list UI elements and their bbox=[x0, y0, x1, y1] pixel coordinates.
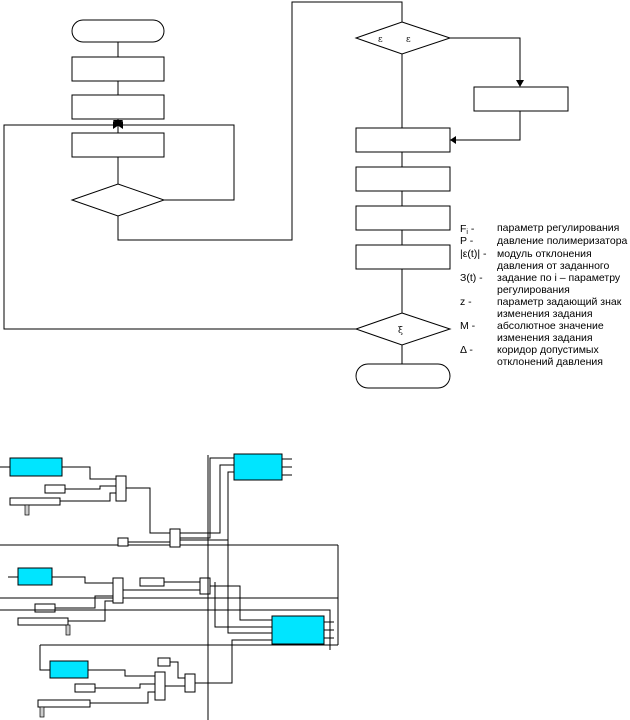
process-block-6 bbox=[355, 205, 451, 231]
process-block-5 bbox=[355, 166, 451, 192]
mux-block-5 bbox=[154, 671, 166, 701]
legend-desc-3a: задание по i – параметру bbox=[497, 272, 621, 284]
process-block-2 bbox=[71, 94, 165, 120]
cyan-block-2 bbox=[17, 567, 53, 586]
flowchart: ε ε ξ bbox=[3, 1, 569, 389]
process-block-3 bbox=[71, 132, 165, 158]
gain-block-1 bbox=[44, 484, 66, 494]
const-block-2 bbox=[157, 657, 171, 667]
legend: Fi - параметр регулирования P - давление… bbox=[460, 222, 628, 368]
legend-sym-5: M - bbox=[460, 320, 476, 332]
legend-desc-0: параметр регулирования bbox=[497, 222, 619, 234]
start-terminator bbox=[71, 19, 165, 43]
process-block-4 bbox=[355, 127, 451, 153]
decision-left bbox=[70, 183, 166, 217]
legend-desc-6b: отклонений давления bbox=[497, 356, 603, 368]
const-block-1 bbox=[117, 537, 129, 547]
legend-sym-1: P - bbox=[460, 235, 474, 247]
mux-block-3 bbox=[112, 577, 124, 604]
legend-desc-4a: параметр задающий знак bbox=[497, 296, 622, 308]
mux-block-6 bbox=[184, 673, 196, 693]
mux-block-1 bbox=[115, 475, 127, 502]
legend-sym-6: Δ - bbox=[460, 344, 473, 356]
gain-block-4 bbox=[74, 683, 96, 693]
gain-block-3 bbox=[139, 577, 165, 587]
legend-desc-6a: коридор допустимых bbox=[497, 344, 599, 356]
process-block-7 bbox=[355, 244, 451, 270]
legend-sym-4: z - bbox=[460, 296, 472, 308]
decision-top-label-1: ε bbox=[378, 35, 383, 45]
decision-top bbox=[354, 21, 452, 55]
slider-block-2 bbox=[17, 617, 69, 626]
legend-desc-1: давление полимеризатора bbox=[497, 235, 628, 247]
legend-sym-0: Fi - bbox=[460, 223, 475, 236]
legend-desc-5b: изменения задания bbox=[497, 332, 593, 344]
cyan-block-main-2 bbox=[271, 615, 325, 645]
mux-block-2 bbox=[169, 528, 181, 548]
decision-bottom-label: ξ bbox=[398, 326, 403, 336]
decision-top-label-2: ε bbox=[406, 35, 411, 45]
process-block-side bbox=[473, 86, 569, 112]
block-diagram bbox=[0, 453, 339, 720]
process-block-1 bbox=[71, 56, 165, 82]
slider-block-3 bbox=[37, 699, 91, 708]
cyan-block-main-1 bbox=[233, 453, 283, 481]
legend-desc-3b: регулирования bbox=[497, 284, 570, 296]
cyan-block-1 bbox=[9, 457, 63, 477]
legend-sym-2: |ε(t)| - bbox=[460, 248, 487, 260]
decision-bottom bbox=[354, 312, 452, 346]
slider-block-1 bbox=[9, 497, 61, 506]
legend-desc-5a: абсолютное значение bbox=[497, 320, 604, 332]
legend-sym-3: З(t) - bbox=[460, 272, 483, 284]
gain-block-2 bbox=[34, 603, 56, 613]
end-terminator bbox=[355, 363, 451, 389]
legend-desc-4b: изменения задания bbox=[497, 308, 593, 320]
legend-desc-2b: давления от заданного bbox=[497, 260, 610, 272]
legend-desc-2a: модуль отклонения bbox=[497, 248, 592, 260]
cyan-block-3 bbox=[49, 660, 89, 679]
